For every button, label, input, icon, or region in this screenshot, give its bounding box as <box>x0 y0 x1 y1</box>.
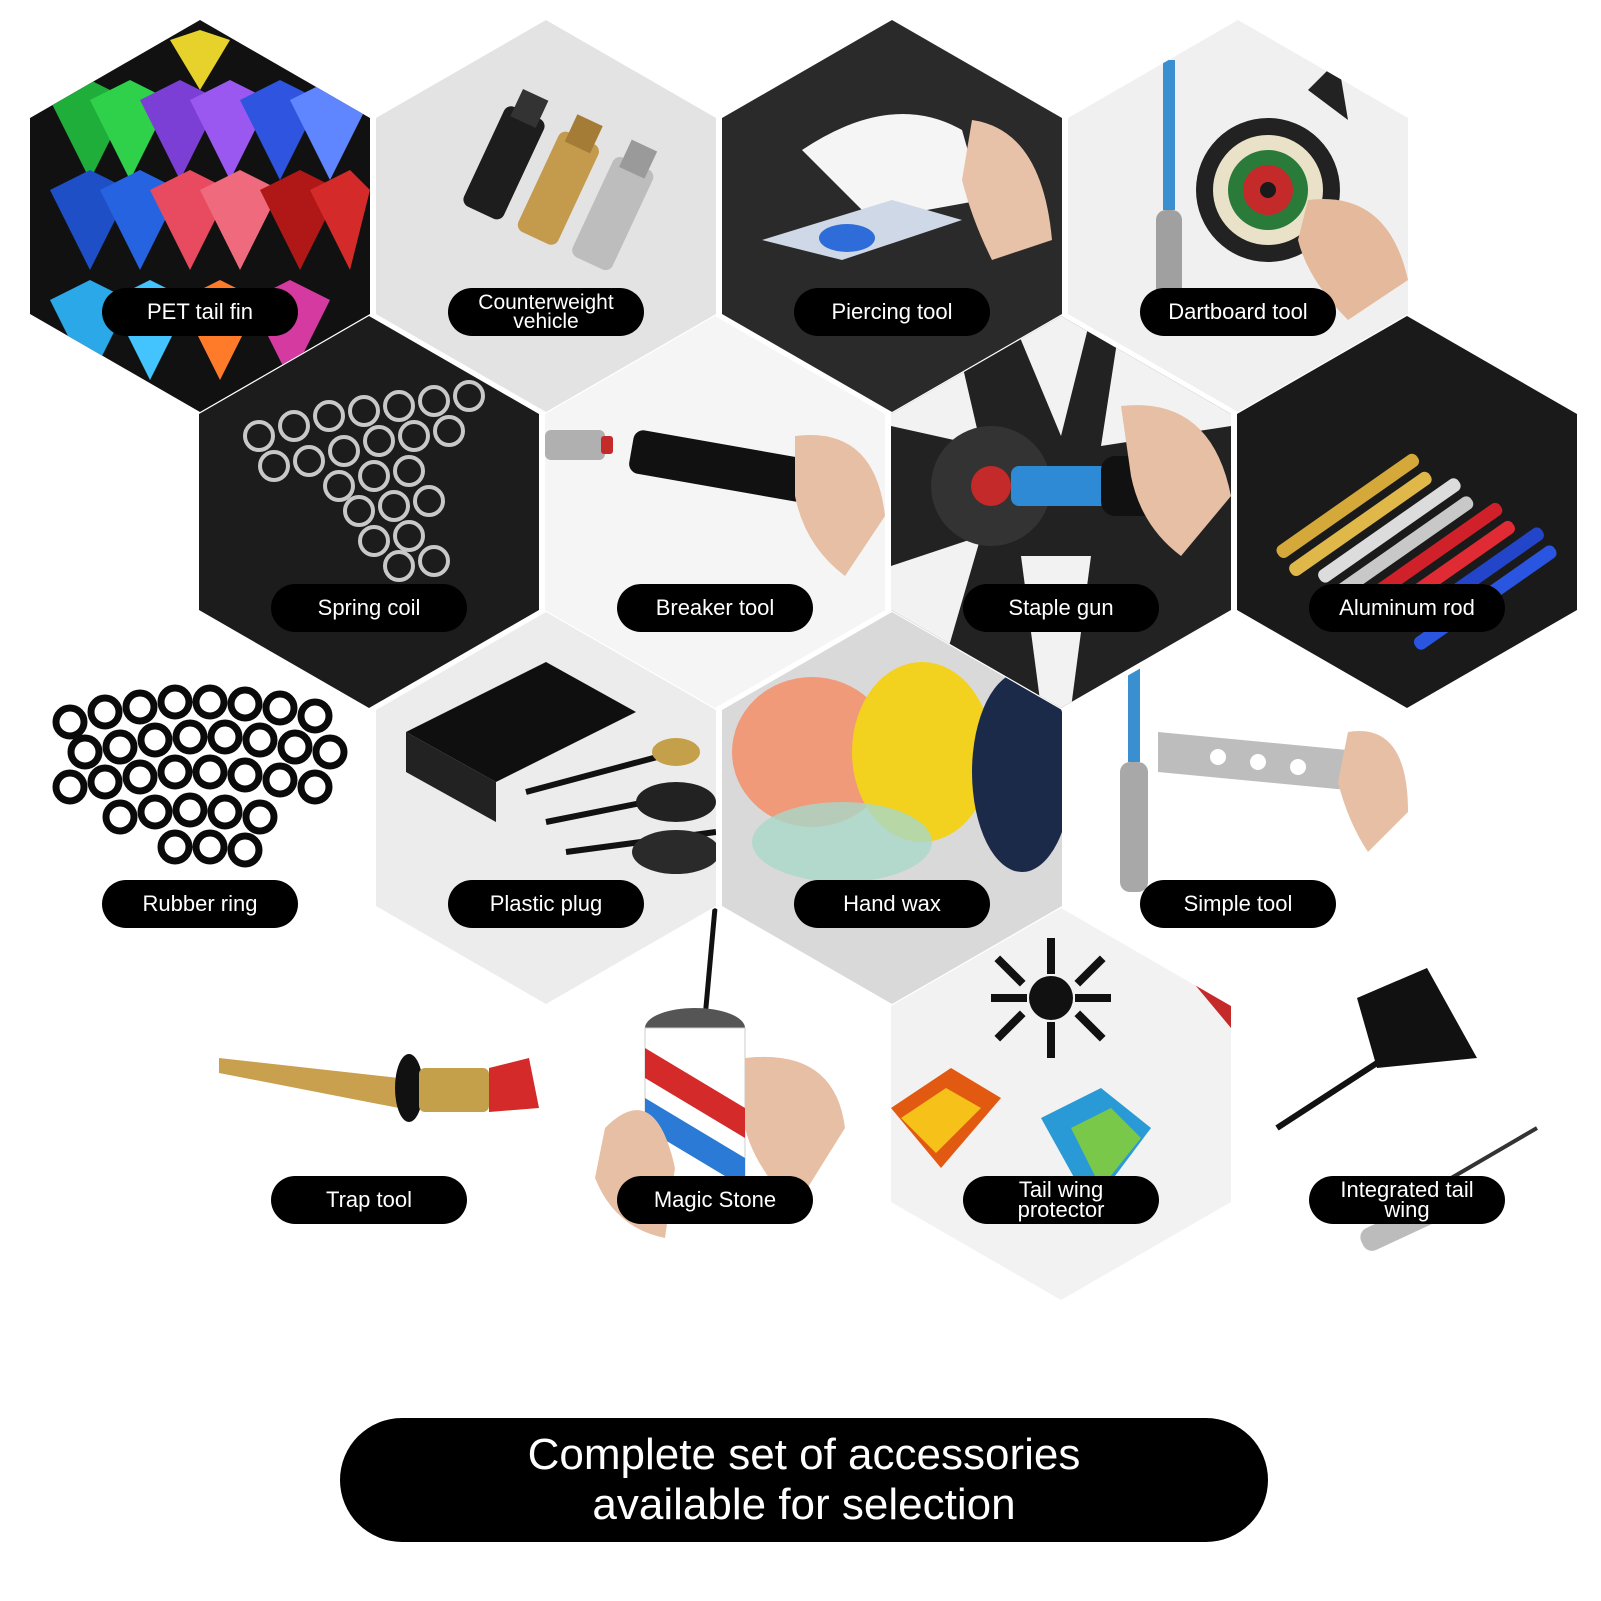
label-plastic-plug: Plastic plug <box>448 880 644 928</box>
piercing-tool-icon <box>722 20 1062 412</box>
label-magic-stone: Magic Stone <box>617 1176 813 1224</box>
label-counterweight-vehicle: Counterweight vehicle <box>448 288 644 336</box>
hex-tile-spring-coil: Spring coil <box>199 316 539 708</box>
hex-tile-piercing-tool: Piercing tool <box>722 20 1062 412</box>
label-rubber-ring: Rubber ring <box>102 880 298 928</box>
label-trap-tool: Trap tool <box>271 1176 467 1224</box>
label-simple-tool: Simple tool <box>1140 880 1336 928</box>
label-aluminum-rod: Aluminum rod <box>1309 584 1505 632</box>
label-tail-wing-protector: Tail wing protector <box>963 1176 1159 1224</box>
label-piercing-tool: Piercing tool <box>794 288 990 336</box>
label-breaker-tool: Breaker tool <box>617 584 813 632</box>
label-staple-gun: Staple gun <box>963 584 1159 632</box>
label-spring-coil: Spring coil <box>271 584 467 632</box>
hex-tile-breaker-tool: Breaker tool <box>545 316 885 708</box>
banner-line-2: available for selection <box>592 1480 1016 1529</box>
label-pet-tail-fin: PET tail fin <box>102 288 298 336</box>
label-hand-wax: Hand wax <box>794 880 990 928</box>
label-dartboard-tool: Dartboard tool <box>1140 288 1336 336</box>
hex-tile-magic-stone: Magic Stone <box>545 908 885 1300</box>
title-banner: Complete set of accessories available fo… <box>340 1418 1268 1542</box>
banner-line-1: Complete set of accessories <box>527 1430 1081 1479</box>
label-integrated-tail-wing: Integrated tail wing <box>1309 1176 1505 1224</box>
